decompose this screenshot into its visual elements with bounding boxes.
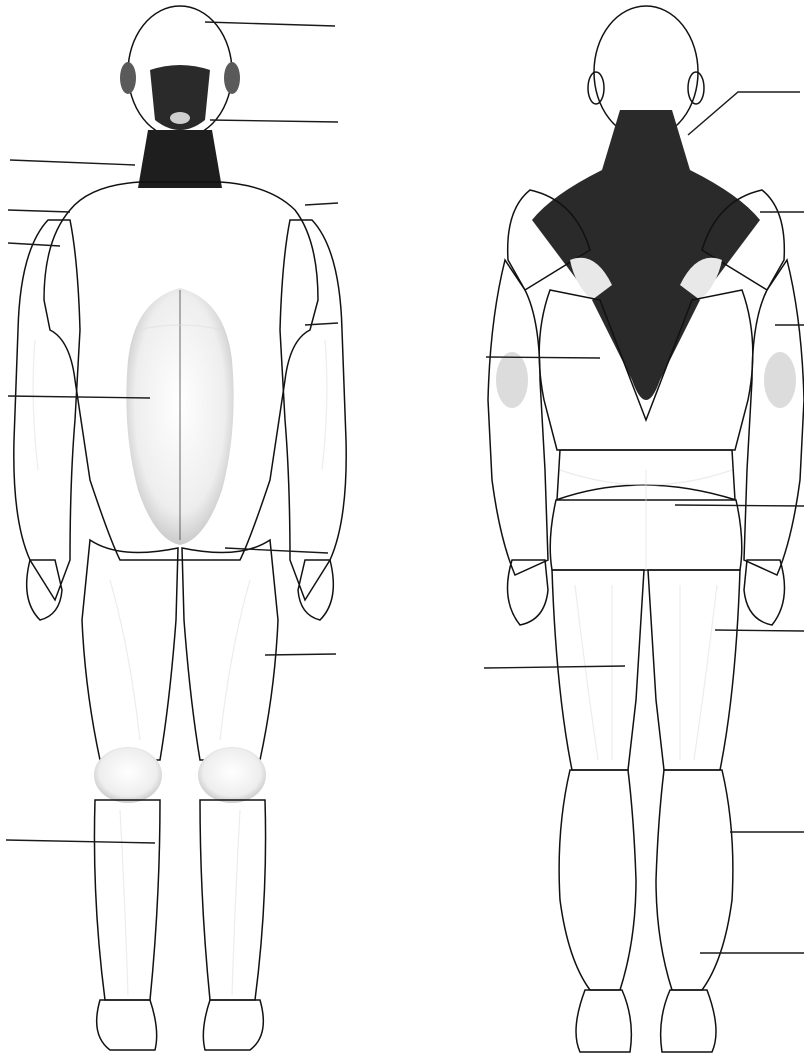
muscular-system-diagram xyxy=(0,0,804,1057)
